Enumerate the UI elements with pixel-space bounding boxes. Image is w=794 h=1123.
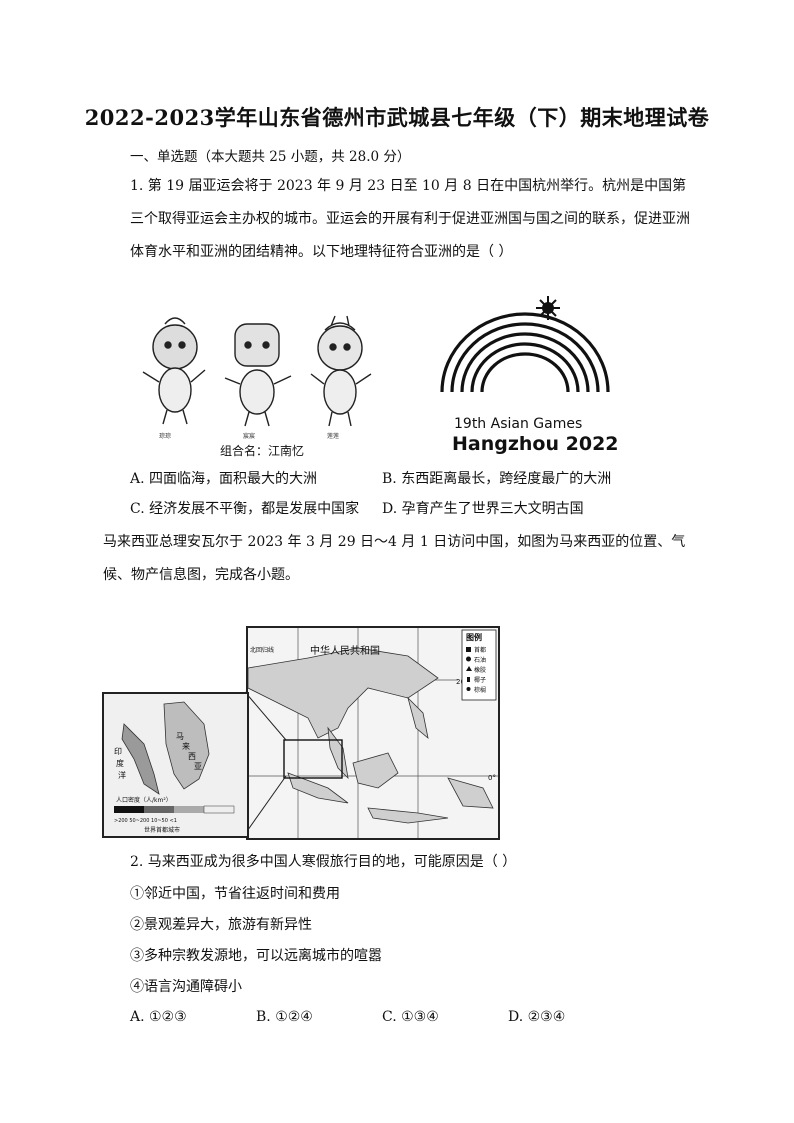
mascot-name-2: 宸宸 bbox=[243, 432, 255, 440]
legend-item-1: 首都 bbox=[474, 646, 486, 654]
density-scale: >200 50~200 10~50 <1 bbox=[114, 818, 177, 824]
legend-item-5: 棕榈 bbox=[474, 686, 486, 694]
inset-connector bbox=[244, 691, 287, 835]
q2-item-4: ④语言沟通障碍小 bbox=[130, 979, 242, 995]
density-title: 人口密度（人/km²） bbox=[116, 796, 172, 804]
q1-option-c[interactable]: C. 经济发展不平衡，都是发展中国家 bbox=[130, 501, 360, 517]
q2-item-1: ①邻近中国，节省往返时间和费用 bbox=[130, 886, 340, 902]
map-country-label: 中华人民共和国 bbox=[310, 644, 380, 657]
q1-option-b[interactable]: B. 东西距离最长，跨经度最广的大洲 bbox=[382, 471, 612, 487]
q2-option-b[interactable]: B. ①②④ bbox=[256, 1009, 313, 1025]
logo-line-2: Hangzhou 2022 bbox=[452, 433, 619, 455]
q2-item-2: ②景观差异大，旅游有新异性 bbox=[130, 917, 312, 933]
map-tropic-label: 北回归线 bbox=[250, 646, 274, 654]
paper-title: 2022-2023学年山东省德州市武城县七年级（下）期末地理试卷 bbox=[84, 105, 710, 130]
q2-option-c[interactable]: C. ①③④ bbox=[382, 1009, 439, 1025]
inset-label-7: 洋 bbox=[118, 770, 126, 780]
inset-label-5: 印 bbox=[114, 747, 122, 756]
mascot-caption: 组合名：江南忆 bbox=[220, 443, 304, 458]
map-lat-0: 0° bbox=[488, 774, 496, 782]
q1-option-a[interactable]: A. 四面临海，面积最大的大洲 bbox=[130, 471, 318, 487]
asian-games-logo: 19th Asian Games Hangzhou 2022 bbox=[430, 292, 620, 457]
inset-label-6: 度 bbox=[116, 758, 124, 768]
mascot-name-1: 琮琮 bbox=[159, 432, 171, 440]
legend-title: 图例 bbox=[466, 632, 482, 642]
q2-option-a[interactable]: A. ①②③ bbox=[130, 1009, 187, 1025]
malaysia-inset-map: 马 来 西 亚 印 度 洋 人口密度（人/km²） >200 50~200 10… bbox=[102, 692, 249, 838]
question-2-stem: 2. 马来西亚成为很多中国人寒假旅行目的地，可能原因是（ ） bbox=[130, 854, 517, 870]
q1-option-d[interactable]: D. 孕育产生了世界三大文明古国 bbox=[382, 501, 584, 517]
mascot-name-3: 莲莲 bbox=[327, 432, 339, 440]
inset-footer: 世界首都城市 bbox=[144, 826, 180, 834]
mascots-figure: 琮琮 宸宸 莲莲 组合名：江南忆 bbox=[135, 312, 395, 460]
inset-label-2: 来 bbox=[182, 742, 190, 751]
q2-option-d[interactable]: D. ②③④ bbox=[508, 1009, 566, 1025]
inset-label-4: 亚 bbox=[194, 762, 202, 771]
question-1-stem: 1. 第 19 届亚运会将于 2023 年 9 月 23 日至 10 月 8 日… bbox=[130, 178, 690, 260]
malaysia-intro: 马来西亚总理安瓦尔于 2023 年 3 月 29 日～4 月 1 日访问中国，如… bbox=[103, 534, 686, 583]
legend-item-2: 石油 bbox=[474, 656, 486, 664]
logo-line-1: 19th Asian Games bbox=[454, 416, 582, 432]
legend-item-3: 橡胶 bbox=[474, 666, 486, 674]
legend-item-4: 椰子 bbox=[474, 676, 486, 684]
inset-label-3: 西 bbox=[188, 752, 196, 761]
q2-item-3: ③多种宗教发源地，可以远离城市的喧嚣 bbox=[130, 948, 382, 964]
southeast-asia-map: 中华人民共和国 北回归线 20° 0° 图例 首都 石油 橡胶 椰子 棕榈 bbox=[246, 626, 500, 840]
inset-label-1: 马 bbox=[176, 732, 184, 741]
section-heading: 一、单选题（本大题共 25 小题，共 28.0 分） bbox=[130, 149, 411, 165]
